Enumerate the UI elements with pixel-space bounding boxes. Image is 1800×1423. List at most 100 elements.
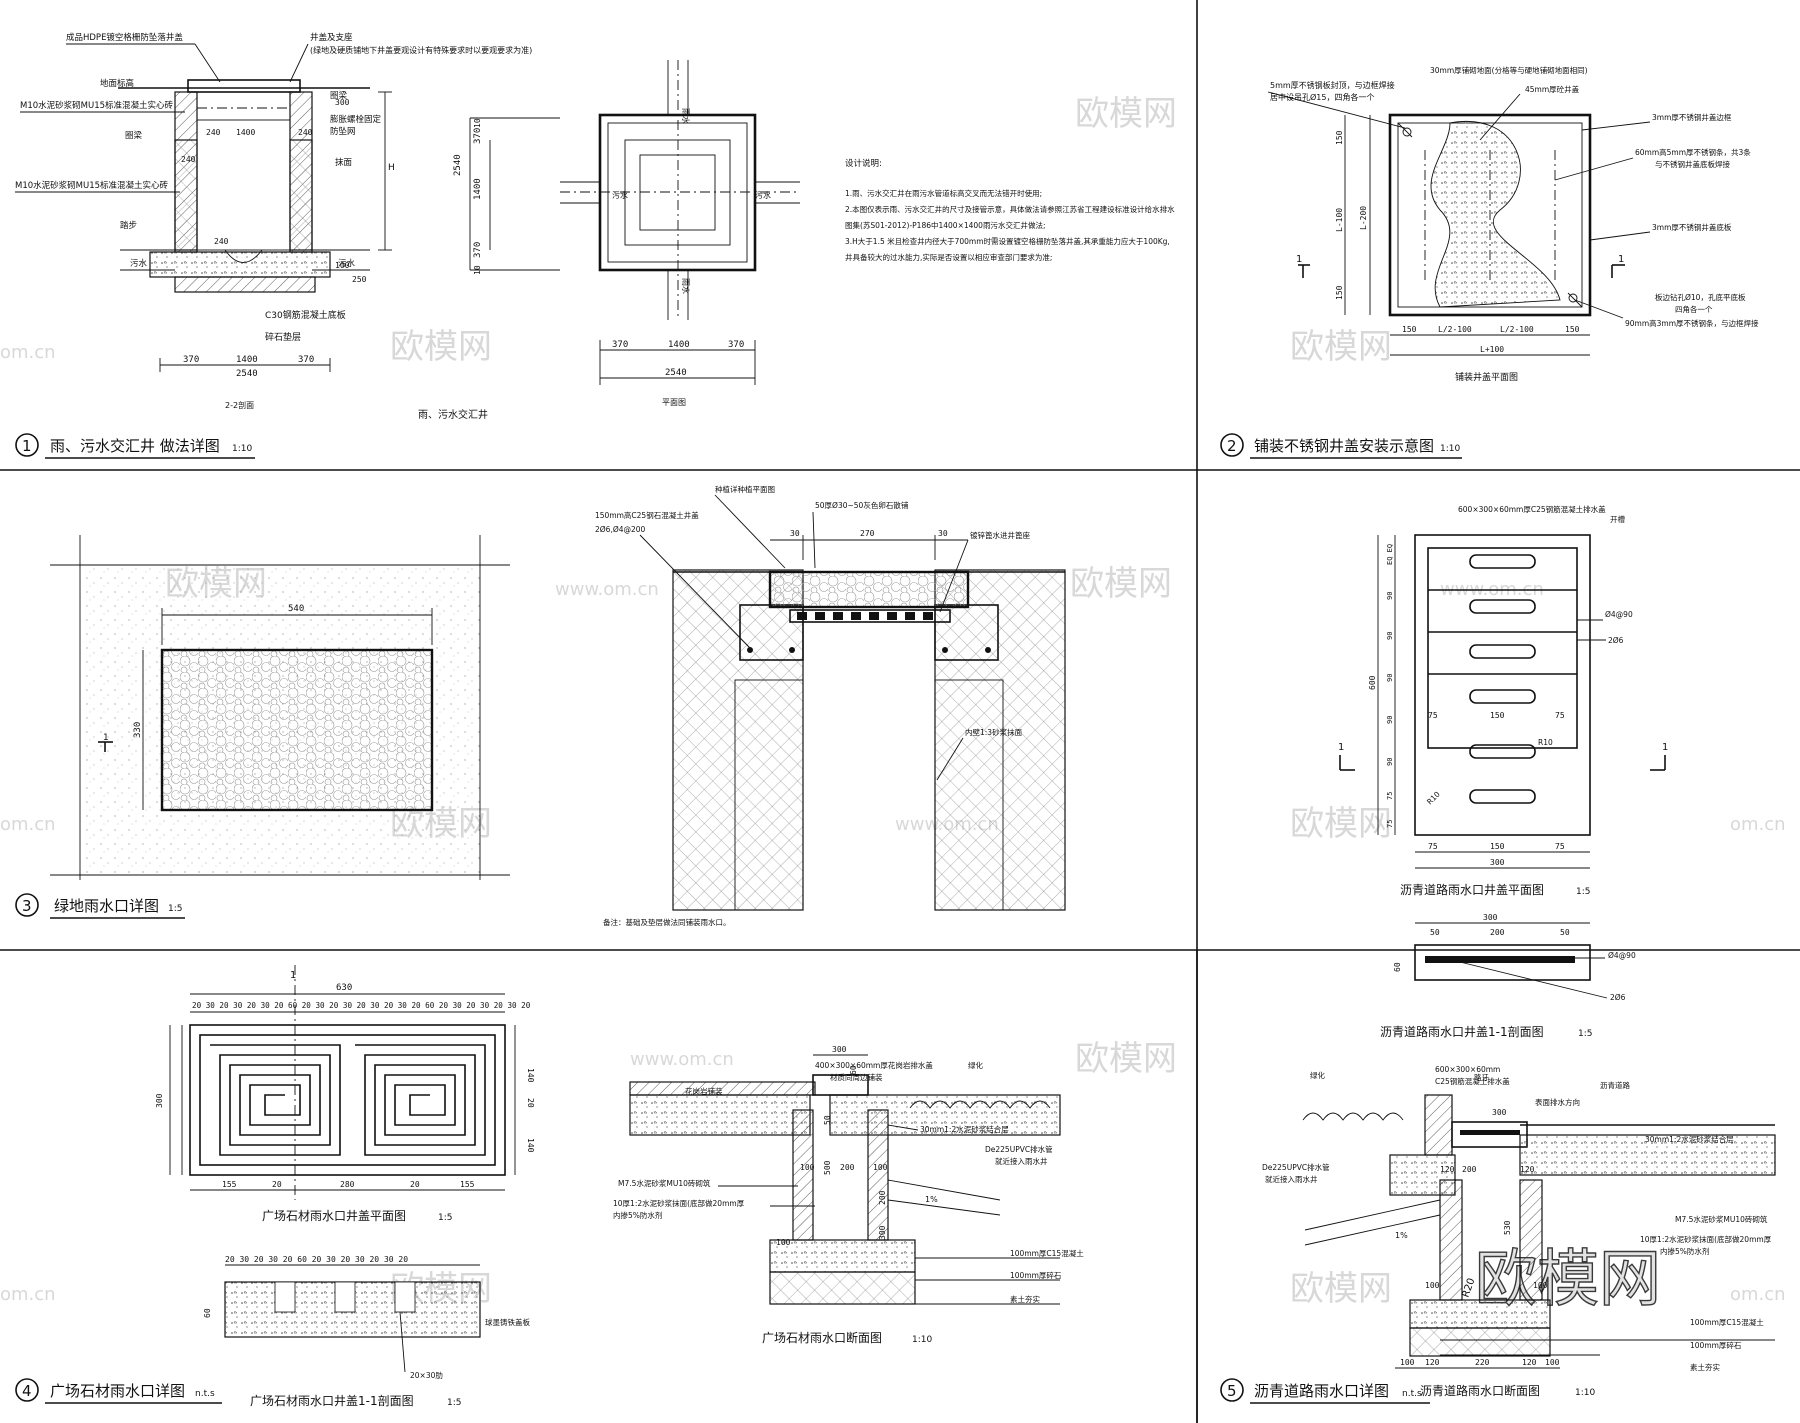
label: 就近接入雨水井 bbox=[1265, 1174, 1318, 1184]
label: M7.5水泥砂浆MU10砖砌筑 bbox=[618, 1178, 711, 1188]
dim: 370 bbox=[183, 355, 199, 365]
dim: 30 bbox=[938, 529, 948, 538]
label: 600×300×60mm厚C25钢筋混凝土排水盖 bbox=[1458, 504, 1606, 514]
dim: 150 bbox=[1490, 711, 1505, 720]
plaza-cut: 300 60 50 500 100 200 100 200 300 100 1%… bbox=[613, 1045, 1084, 1345]
section-mark: 1 bbox=[103, 733, 109, 743]
label: 20×30肋 bbox=[410, 1370, 443, 1380]
dim: 2540 bbox=[453, 154, 463, 176]
dim: 200 bbox=[840, 1163, 855, 1172]
manhole-elevation: 2540 1400 370 370 10 10 雨、污水交汇井 bbox=[418, 117, 560, 421]
label: 居中设吊孔Ø15，四角各一个 bbox=[1270, 92, 1374, 102]
label: 井盖及支座 bbox=[310, 32, 353, 43]
dim: 100 bbox=[776, 1238, 791, 1247]
panel-3: 540 330 1 bbox=[15, 484, 1066, 927]
caption: 平面图 bbox=[662, 398, 686, 407]
dim: 330 bbox=[133, 722, 143, 738]
dim: 20 bbox=[272, 1180, 282, 1189]
dim: 370 bbox=[298, 355, 314, 365]
dim: 90 bbox=[1386, 592, 1394, 600]
label: M7.5水泥砂浆MU10砖砌筑 bbox=[1675, 1214, 1768, 1224]
dim: 10 bbox=[473, 265, 482, 275]
title-number: 4 bbox=[22, 1382, 32, 1400]
dim: 50 bbox=[1560, 928, 1570, 937]
slope: 1% bbox=[1395, 1231, 1408, 1240]
panel-title: 5 沥青道路雨水口详图 n.t.s bbox=[1220, 1378, 1430, 1404]
dim: 20 bbox=[526, 1098, 535, 1108]
caption-scale: 1:5 bbox=[1576, 887, 1590, 897]
caption: 沥青道路雨水口井盖平面图 bbox=[1400, 882, 1544, 897]
label: 球墨铸铁盖板 bbox=[485, 1317, 530, 1327]
label: 2Ø6,Ø4@200 bbox=[595, 525, 646, 534]
label: R10 bbox=[1538, 738, 1553, 747]
notes-title: 设计说明: bbox=[845, 158, 882, 169]
dim: 150 bbox=[1402, 325, 1417, 334]
label: 碎石垫层 bbox=[265, 331, 301, 343]
dim: 300 bbox=[1483, 913, 1498, 922]
label: 污水 bbox=[130, 258, 148, 269]
title-text: 铺装不锈钢井盖安装示意图 bbox=[1254, 437, 1434, 455]
label: 污水 bbox=[338, 258, 356, 269]
panel-4: 630 20 30 20 30 20 30 20 60 20 30 20 30 … bbox=[15, 965, 1084, 1408]
dim: 370 bbox=[473, 242, 483, 258]
label: 地面标高 bbox=[100, 78, 134, 89]
label: De225UPVC排水管 bbox=[1262, 1162, 1330, 1172]
label: 150mm高C25钢石混凝土井盖 bbox=[595, 510, 699, 520]
dim: 100 bbox=[1425, 1281, 1440, 1290]
section-mark: 1 bbox=[1662, 742, 1668, 753]
caption: 2-2剖面 bbox=[225, 400, 254, 410]
dim: 1400 bbox=[668, 340, 690, 350]
label: 材质同周边铺装 bbox=[830, 1072, 883, 1082]
dim: 200 bbox=[878, 1190, 887, 1205]
dim: 530 bbox=[1503, 1220, 1512, 1235]
dim: 60 bbox=[849, 1065, 858, 1075]
dim: 300 bbox=[335, 98, 350, 107]
title-scale: 1:10 bbox=[1440, 444, 1460, 454]
section-mark: 1 bbox=[1618, 254, 1624, 265]
dim: 120 bbox=[1520, 1165, 1535, 1174]
panel-title: 1 雨、污水交汇井 做法详图 1:10 bbox=[15, 433, 255, 459]
label: 成品HDPE镀空格栅防坠落井盖 bbox=[66, 32, 183, 43]
label: 素土夯实 bbox=[1010, 1294, 1040, 1304]
dim: L+100 bbox=[1480, 345, 1504, 354]
dim: 155 bbox=[460, 1180, 475, 1189]
panel-2: 1 1 150 150 L-100 L-200 150 L/2-100 L/2-… bbox=[1220, 65, 1759, 459]
grate-bars bbox=[797, 612, 933, 620]
dim: 200 bbox=[1462, 1165, 1477, 1174]
caption: 铺装井盖平面图 bbox=[1455, 371, 1518, 383]
dim: L/2-100 bbox=[1500, 325, 1534, 334]
title-number: 3 bbox=[22, 897, 32, 915]
label: 45mm厚砼井盖 bbox=[1525, 84, 1580, 94]
label: 90mm高3mm厚不锈钢条，与边框焊接 bbox=[1625, 318, 1759, 328]
label: 50厚Ø30~50灰色卵石散铺 bbox=[815, 500, 909, 510]
dim: 2540 bbox=[665, 368, 687, 378]
dim: 20 bbox=[410, 1180, 420, 1189]
section-mark: 1 bbox=[290, 970, 296, 981]
dim: 75 bbox=[1555, 711, 1565, 720]
dim-h: H bbox=[388, 163, 395, 173]
panel-5: 1 1 600×300×60mm厚C25钢筋混凝土排水盖 开槽 Ø4@90 2Ø… bbox=[1220, 504, 1776, 1404]
dim: 220 bbox=[1475, 1358, 1490, 1367]
caption-scale: 1:5 bbox=[447, 1398, 461, 1408]
caption: 广场石材雨水口断面图 bbox=[762, 1330, 882, 1345]
dim: 90 bbox=[1386, 716, 1394, 724]
label: 5mm厚不锈钢板封顶，与边框焊接 bbox=[1270, 80, 1395, 90]
label: 抹面 bbox=[335, 157, 353, 168]
dim: 120 bbox=[1440, 1165, 1455, 1174]
dim: 150 bbox=[1335, 285, 1344, 300]
dim: 75 bbox=[1428, 842, 1438, 851]
label: De225UPVC排水管 bbox=[985, 1144, 1053, 1154]
label: 3mm厚不锈钢井盖底板 bbox=[1652, 222, 1732, 232]
label: 绿化 bbox=[1310, 1070, 1326, 1080]
caption-scale: 1:5 bbox=[1578, 1029, 1592, 1039]
label: 30mm1:2水泥砂浆结合层 bbox=[920, 1124, 1009, 1134]
note-line: 3.H大于1.5 米且检查井内径大于700mm时需设置镀空格栅防坠落井盖,其承重… bbox=[845, 236, 1170, 246]
watermark-site: om.cn bbox=[0, 814, 56, 835]
label: (绿地及硬质铺地下井盖要观设计有特殊要求时以要观要求为准) bbox=[310, 45, 532, 55]
section-mark: 1 bbox=[1338, 742, 1344, 753]
watermark: 欧模网 bbox=[390, 327, 492, 367]
dim: 150 bbox=[1335, 130, 1344, 145]
dim: 600 bbox=[1368, 675, 1377, 690]
